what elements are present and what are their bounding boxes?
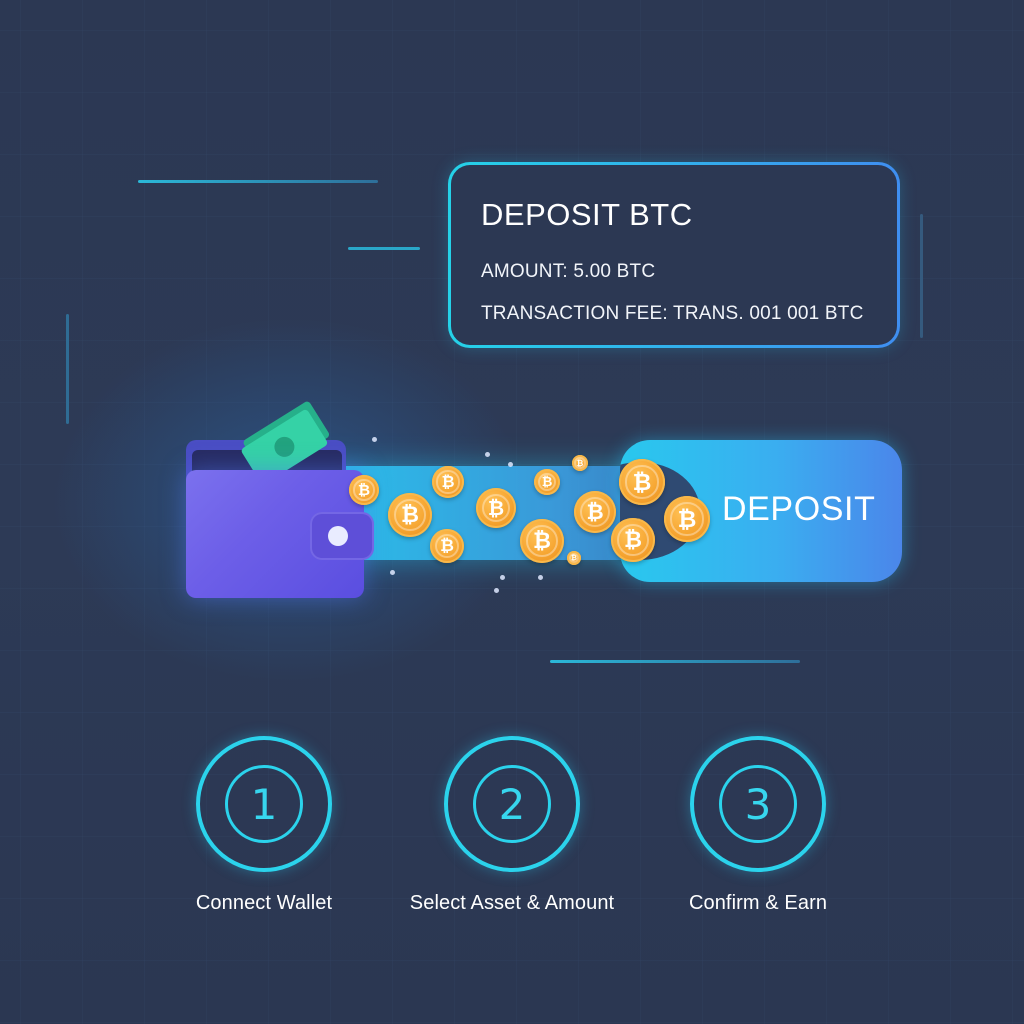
wallet-icon	[186, 401, 374, 598]
decorative-line	[138, 180, 378, 183]
step-number: 1	[225, 765, 303, 843]
step-label: Confirm & Earn	[688, 892, 828, 914]
deposit-button[interactable]: DEPOSIT	[620, 440, 902, 582]
transaction-fee-text: TRANSACTION FEE: TRANS. 001 001 BTC	[481, 303, 864, 324]
decorative-line	[66, 314, 69, 424]
step-1: 1 Connect Wallet	[114, 736, 414, 915]
clasp-button	[328, 526, 348, 546]
step-label: Connect Wallet	[195, 892, 333, 914]
wallet-clasp	[310, 512, 374, 560]
cash-icon	[241, 401, 330, 470]
decorative-line	[550, 660, 800, 663]
amount-text: AMOUNT: 5.00 BTC	[481, 261, 656, 282]
step-3: 3 Confirm & Earn	[608, 736, 908, 915]
decorative-line	[920, 214, 923, 338]
deposit-info-card: DEPOSIT BTC AMOUNT: 5.00 BTC TRANSACTION…	[448, 162, 900, 348]
decorative-line	[348, 247, 420, 250]
steps-section: 1 Connect Wallet 2 Select Asset & Amount…	[0, 736, 1024, 936]
step-ring: 2	[444, 736, 580, 872]
step-number: 3	[719, 765, 797, 843]
step-label: Select Asset & Amount	[409, 892, 615, 914]
deposit-title: DEPOSIT BTC	[481, 197, 693, 232]
step-ring: 3	[690, 736, 826, 872]
step-number: 2	[473, 765, 551, 843]
deposit-button-label: DEPOSIT	[722, 490, 876, 528]
deposit-slot	[620, 462, 700, 560]
step-2: 2 Select Asset & Amount	[362, 736, 662, 915]
step-ring: 1	[196, 736, 332, 872]
